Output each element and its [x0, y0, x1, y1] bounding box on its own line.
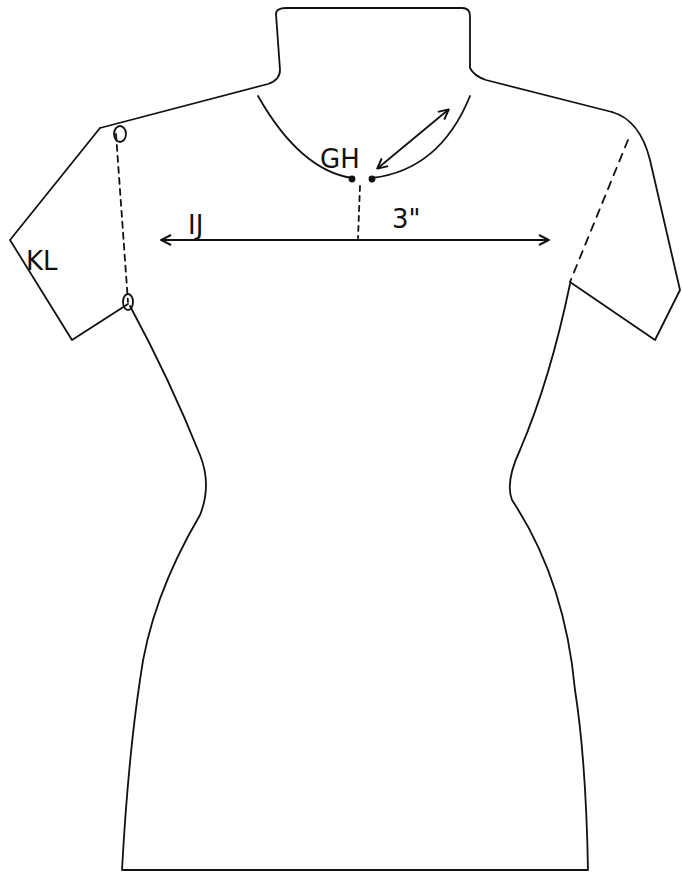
measure-label: GH — [320, 146, 360, 172]
left-sleeve — [10, 128, 128, 340]
measure-arrow — [162, 239, 548, 241]
measure-label: KL — [26, 248, 58, 274]
neck-right — [276, 8, 612, 112]
armhole-seam — [116, 134, 128, 302]
measure-arrow — [378, 110, 448, 168]
neckline — [258, 96, 470, 178]
seam-marker — [114, 126, 126, 142]
point-dot — [370, 177, 375, 182]
measure-label: IJ — [188, 212, 203, 238]
point-dot — [350, 177, 355, 182]
armhole-seam — [570, 140, 628, 282]
neck-left — [100, 14, 280, 128]
torso-outline — [122, 284, 588, 870]
right-sleeve — [570, 112, 680, 340]
measure-line — [358, 186, 360, 238]
dimension-label: 3" — [392, 206, 421, 232]
